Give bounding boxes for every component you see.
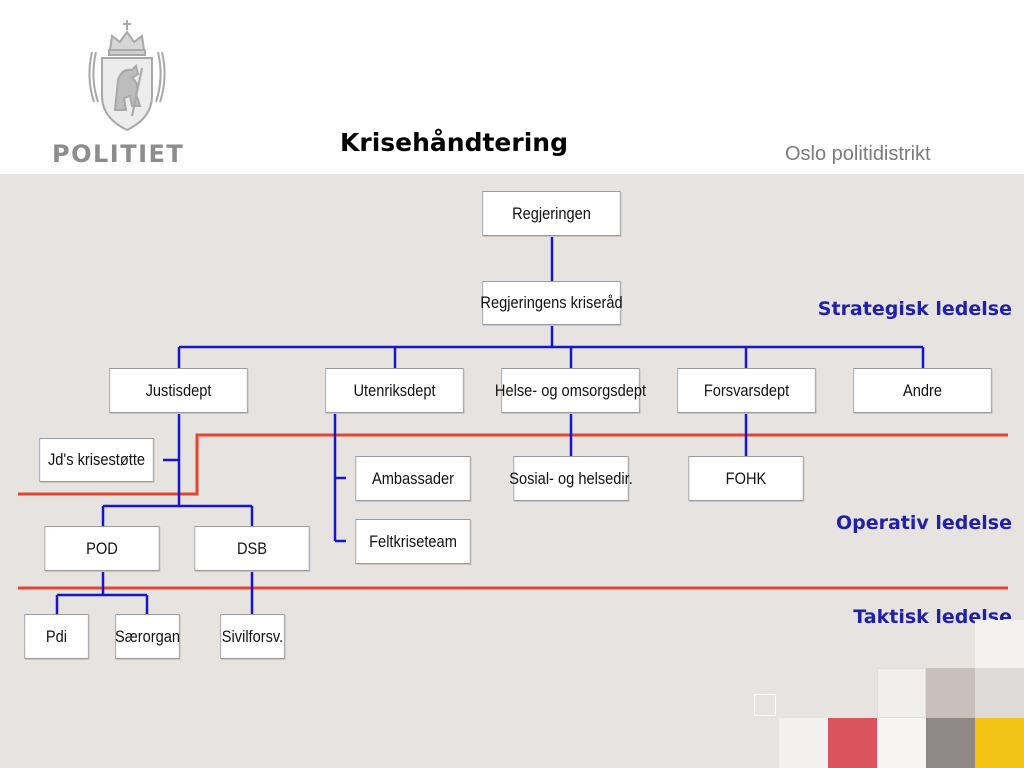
node-dsb: DSB: [194, 526, 310, 571]
politiet-logo-text: POLITIET: [52, 140, 185, 168]
node-sivilforsv: Sivilforsv.: [220, 614, 285, 659]
hierarchy-links: [55, 236, 925, 614]
decor-square: [975, 668, 1024, 718]
decor-square-yellow: [975, 718, 1024, 768]
decor-square: [926, 718, 975, 768]
node-saerorgan: Særorgan: [115, 614, 180, 659]
level-label-operative: Operativ ledelse: [835, 512, 1012, 534]
decor-square-outline: [754, 694, 776, 716]
district-name: Oslo politidistrikt: [785, 143, 931, 165]
level-label-strategic: Strategisk ledelse: [817, 298, 1012, 320]
node-utenriksdept: Utenriksdept: [325, 368, 464, 413]
node-sosial-helsedir: Sosial- og helsedir.: [509, 456, 633, 501]
decor-square: [926, 668, 975, 718]
strategic-operative-divider: [18, 433, 1008, 496]
police-crest-icon: [88, 20, 166, 132]
node-pod: POD: [44, 526, 160, 571]
decor-square: [877, 718, 926, 768]
node-regjeringens-kriserad: Regjeringens kriseråd: [480, 281, 623, 325]
node-feltkriseteam: Feltkriseteam: [355, 519, 471, 564]
node-andre: Andre: [853, 368, 992, 413]
node-justisdept: Justisdept: [109, 368, 248, 413]
node-fohk: FOHK: [688, 456, 804, 501]
level-label-tactical: Taktisk ledelse: [853, 606, 1012, 628]
level-dividers: [18, 433, 1008, 590]
node-pdi: Pdi: [24, 614, 89, 659]
node-forsvarsdept: Forsvarsdept: [677, 368, 816, 413]
node-regjeringen: Regjeringen: [482, 191, 621, 236]
page-header: [0, 0, 1024, 174]
decor-square: [877, 668, 926, 718]
page-title: Krisehåndtering: [340, 128, 568, 157]
node-ambassader: Ambassader: [355, 456, 471, 501]
decor-square-red: [828, 718, 877, 768]
node-jd-krisestotte: Jd's krisestøtte: [39, 438, 154, 482]
diagram-area: [0, 174, 1024, 768]
node-helse-omsorgsdept: Helse- og omsorgsdept: [495, 368, 646, 413]
decor-square: [975, 620, 1024, 668]
decor-square: [779, 718, 828, 768]
